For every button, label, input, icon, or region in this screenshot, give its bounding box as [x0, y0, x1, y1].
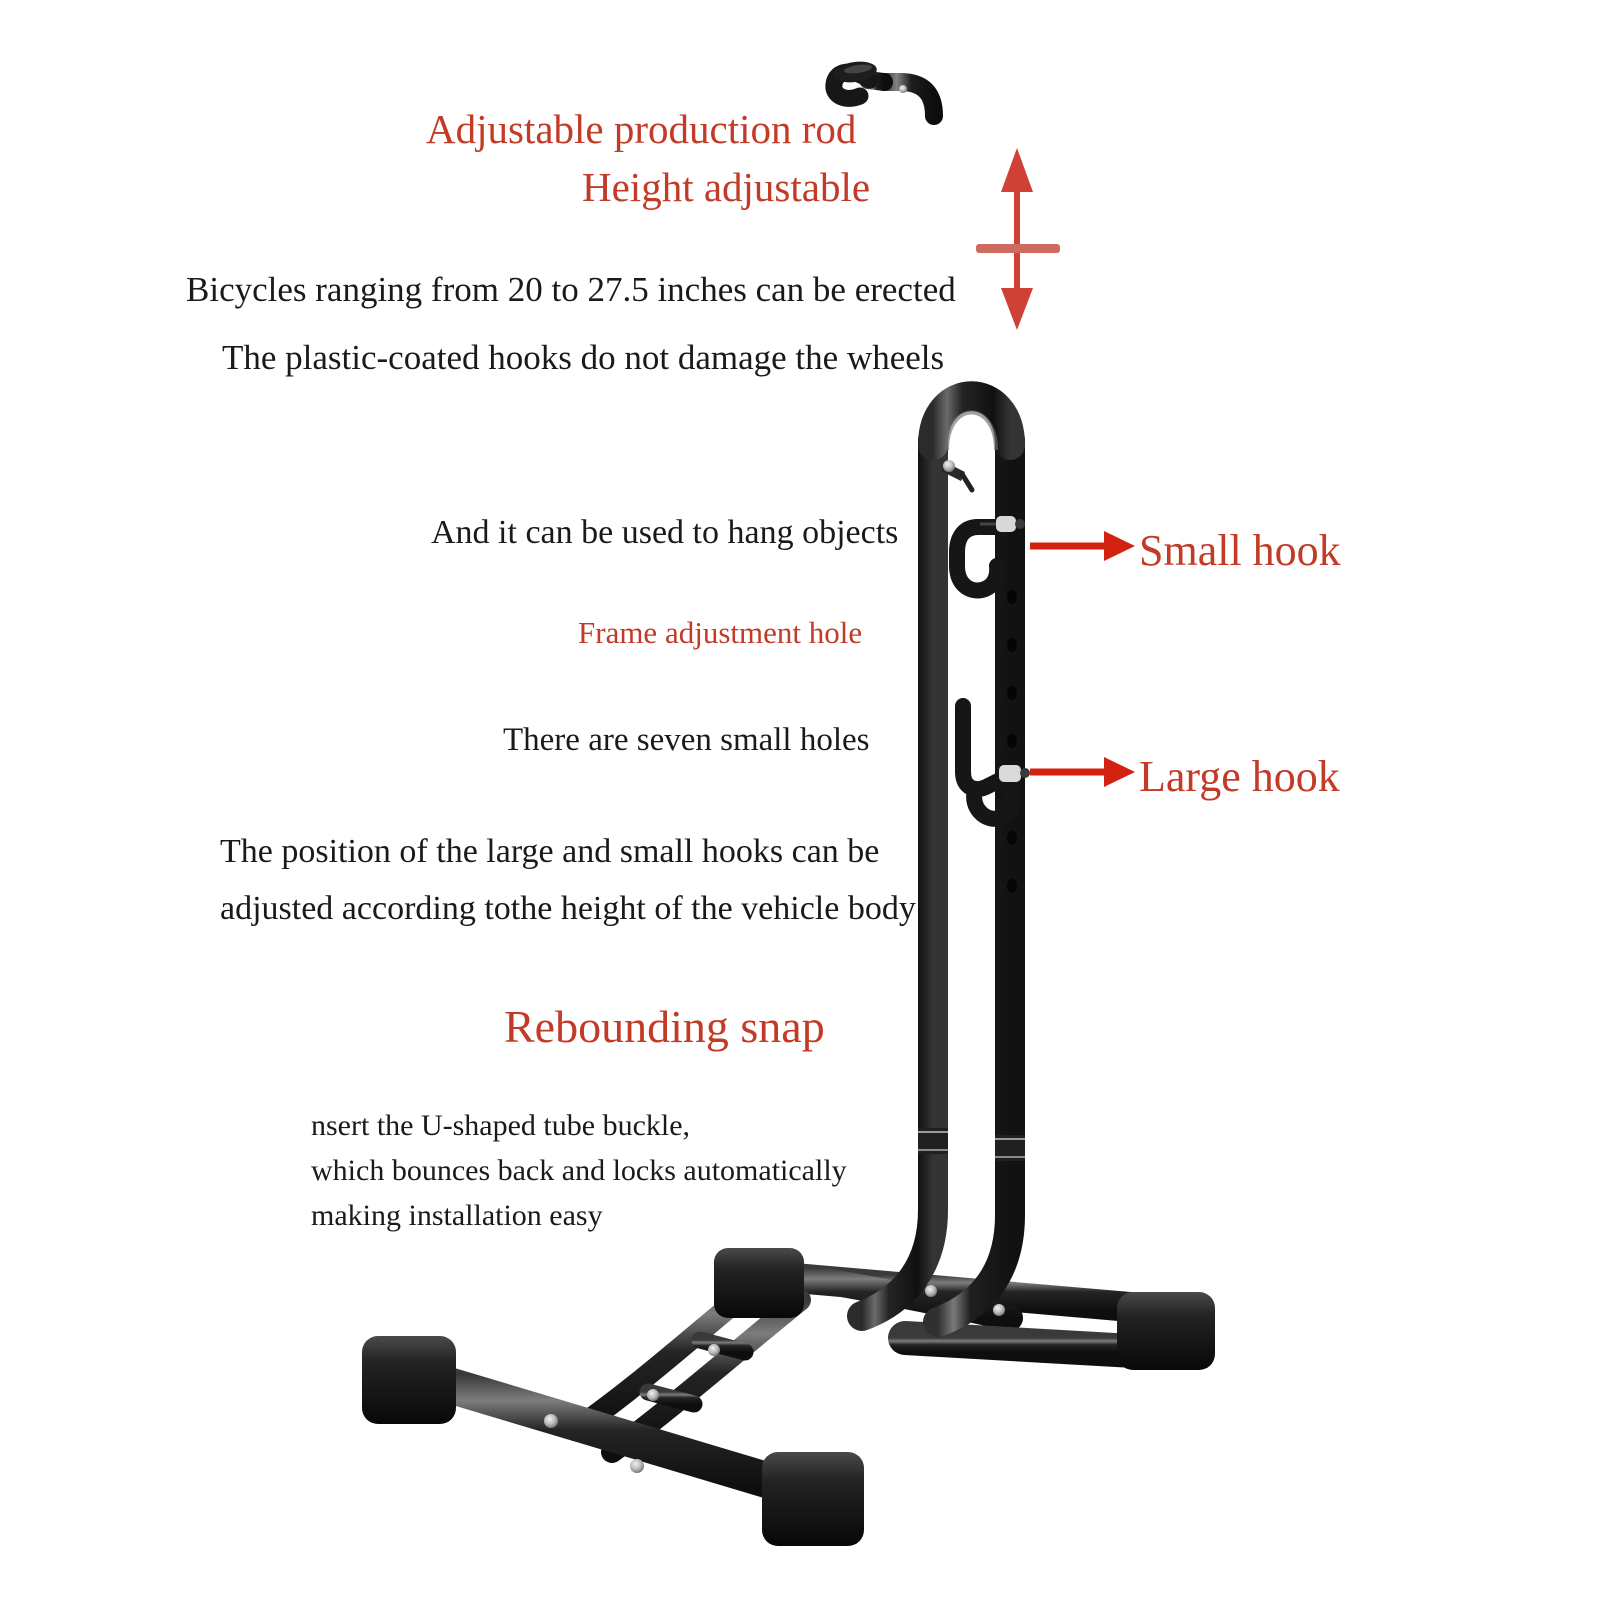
base-rivet — [925, 1285, 937, 1297]
frame-adjustment-holes — [1007, 590, 1017, 893]
label-adjustable-rod-line1: Adjustable production rod — [426, 106, 857, 152]
telescoping-sleeve-right — [995, 1135, 1025, 1161]
label-frame-adjustment-hole: Frame adjustment hole — [578, 615, 863, 650]
label-bicycle-range: Bicycles ranging from 20 to 27.5 inches … — [186, 270, 956, 309]
large-hook-arrow-icon — [1030, 757, 1135, 787]
label-plastic-coated-hooks: The plastic-coated hooks do not damage t… — [222, 338, 945, 377]
small-hook — [949, 516, 1025, 599]
install-line-2: which bounces back and locks automatical… — [311, 1154, 847, 1187]
stand-base — [362, 1248, 1215, 1546]
adjustable-production-rod — [825, 61, 943, 429]
height-adjust-arrow-icon — [976, 148, 1060, 330]
frame-knob — [941, 460, 975, 493]
install-line-3: making installation easy — [311, 1199, 603, 1232]
label-adjustable-rod-line2: Height adjustable — [582, 164, 871, 210]
label-hang-objects: And it can be used to hang objects — [431, 514, 899, 551]
label-small-hook: Small hook — [1139, 526, 1341, 575]
label-large-hook: Large hook — [1139, 752, 1340, 801]
base-rivet — [993, 1304, 1005, 1316]
foot-cap-front-right — [762, 1452, 864, 1546]
small-hook-arrow-icon — [1030, 531, 1135, 561]
label-hook-position-line1: The position of the large and small hook… — [220, 833, 880, 870]
base-rivet — [630, 1459, 644, 1473]
large-hook — [955, 698, 1030, 827]
label-seven-small-holes: There are seven small holes — [503, 722, 870, 758]
telescoping-sleeve-left — [918, 1128, 948, 1154]
label-rebounding-snap: Rebounding snap — [504, 1001, 825, 1052]
label-hook-position-line2: adjusted according tothe height of the v… — [220, 890, 916, 927]
label-installation-instructions: nsert the U-shaped tube buckle, which bo… — [311, 1103, 847, 1238]
foot-cap-front-left — [362, 1336, 456, 1424]
base-rivet — [544, 1414, 558, 1428]
base-rivet — [708, 1344, 720, 1356]
base-rivet — [647, 1389, 659, 1401]
foot-cap-rear-right — [1117, 1292, 1215, 1370]
install-line-1: nsert the U-shaped tube buckle, — [311, 1109, 691, 1142]
foot-cap-rear-left — [714, 1248, 804, 1318]
